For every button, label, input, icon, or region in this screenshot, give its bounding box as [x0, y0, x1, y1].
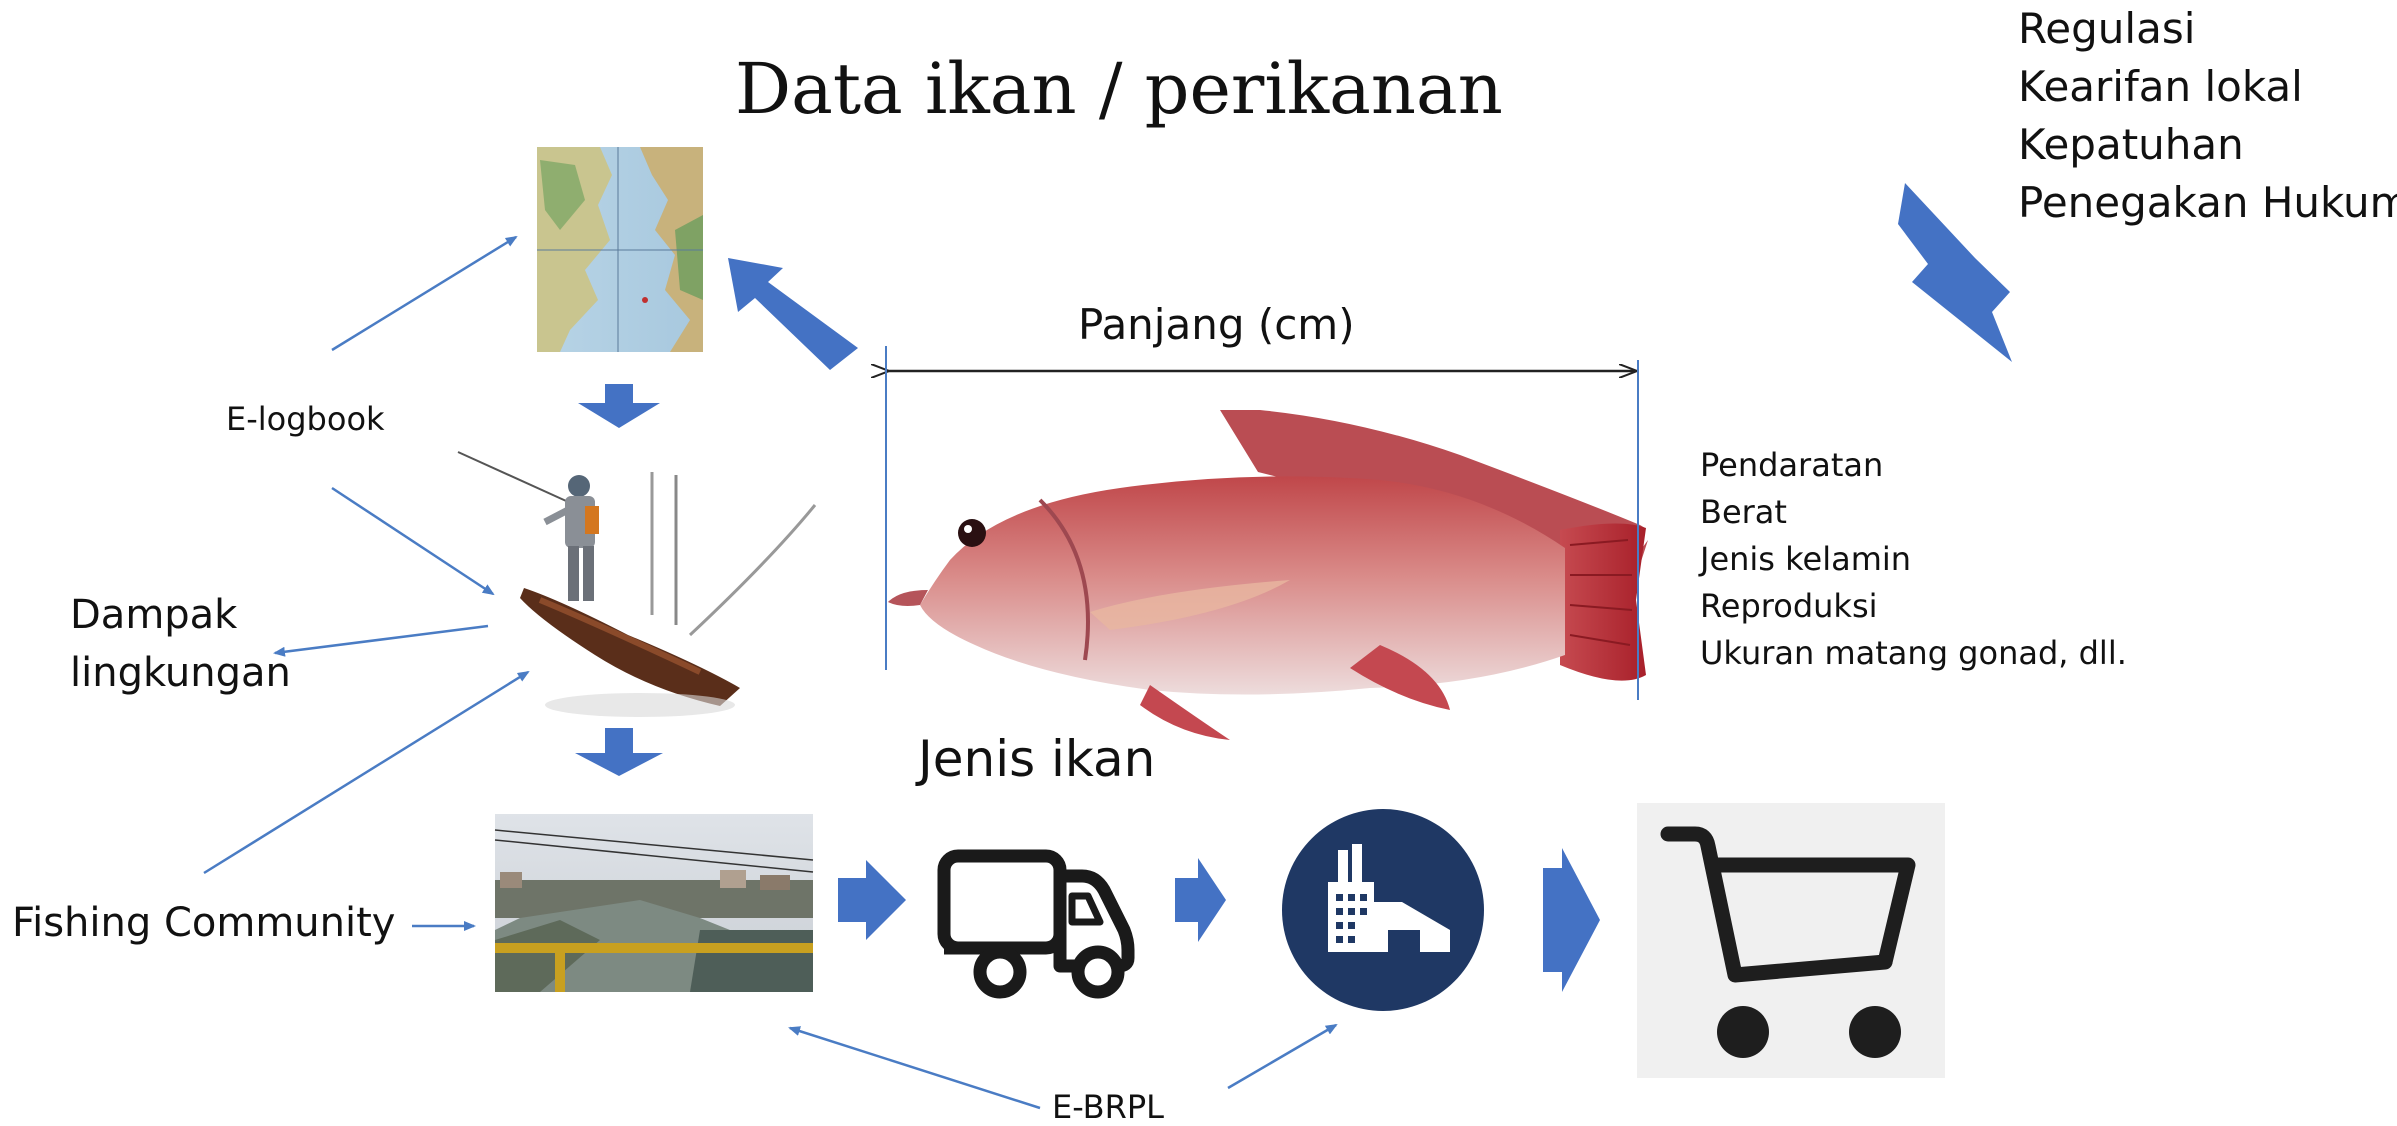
fish-attribute: Ukuran matang gonad, dll.: [1700, 634, 2127, 672]
arrow-elogbook-to-map: [331, 235, 518, 352]
fish-image: [888, 410, 1648, 740]
length-label: Panjang (cm): [1078, 300, 1355, 349]
fish-attribute: Jenis kelamin: [1700, 540, 1912, 578]
block-arrow-right: [1543, 848, 1600, 992]
block-arrow-right: [838, 860, 906, 940]
governance-item: Penegakan Hukum: [2018, 178, 2397, 227]
governance-item: Regulasi: [2018, 4, 2196, 53]
impact-label-line: Dampak: [70, 592, 238, 638]
species-label: Jenis ikan: [918, 730, 1156, 788]
block-arrow-down: [575, 728, 663, 776]
block-arrow-governance: [1898, 183, 2012, 362]
fisherman-image: [457, 451, 817, 717]
truck-icon: [937, 849, 1135, 999]
arrow-community-to-boat: [203, 670, 530, 875]
fish-attribute: Berat: [1700, 493, 1787, 531]
river-photo: [494, 814, 814, 992]
arrow-boat-to-impact: [273, 624, 489, 657]
page-title: Data ikan / perikanan: [735, 48, 1503, 130]
shopping-cart-icon: [1637, 803, 1945, 1078]
arrow-ebrpl-to-factory: [1227, 1023, 1338, 1090]
governance-item: Kearifan lokal: [2018, 62, 2303, 111]
fish-attributes-list: Pendaratan Berat Jenis kelamin Reproduks…: [1700, 442, 2127, 677]
factory-icon: [1282, 809, 1484, 1011]
governance-item: Kepatuhan: [2018, 120, 2244, 169]
arrow-elogbook-to-boat: [331, 486, 495, 596]
fish-attribute: Reproduksi: [1700, 587, 1878, 625]
block-arrow-to-map: [728, 258, 858, 370]
ebrpl-label: E-BRPL: [1052, 1088, 1164, 1126]
community-label: Fishing Community: [12, 900, 396, 946]
block-arrow-down: [578, 384, 660, 428]
impact-label-line: lingkungan: [70, 650, 291, 696]
governance-list: Regulasi Kearifan lokal Kepatuhan Penega…: [2018, 0, 2397, 232]
block-arrow-right: [1175, 858, 1226, 942]
impact-label: Dampak lingkungan: [70, 586, 291, 702]
elogbook-label: E-logbook: [226, 400, 385, 438]
arrow-ebrpl-to-river: [788, 1026, 1041, 1110]
fish-attribute: Pendaratan: [1700, 446, 1884, 484]
map-image: [537, 147, 703, 352]
